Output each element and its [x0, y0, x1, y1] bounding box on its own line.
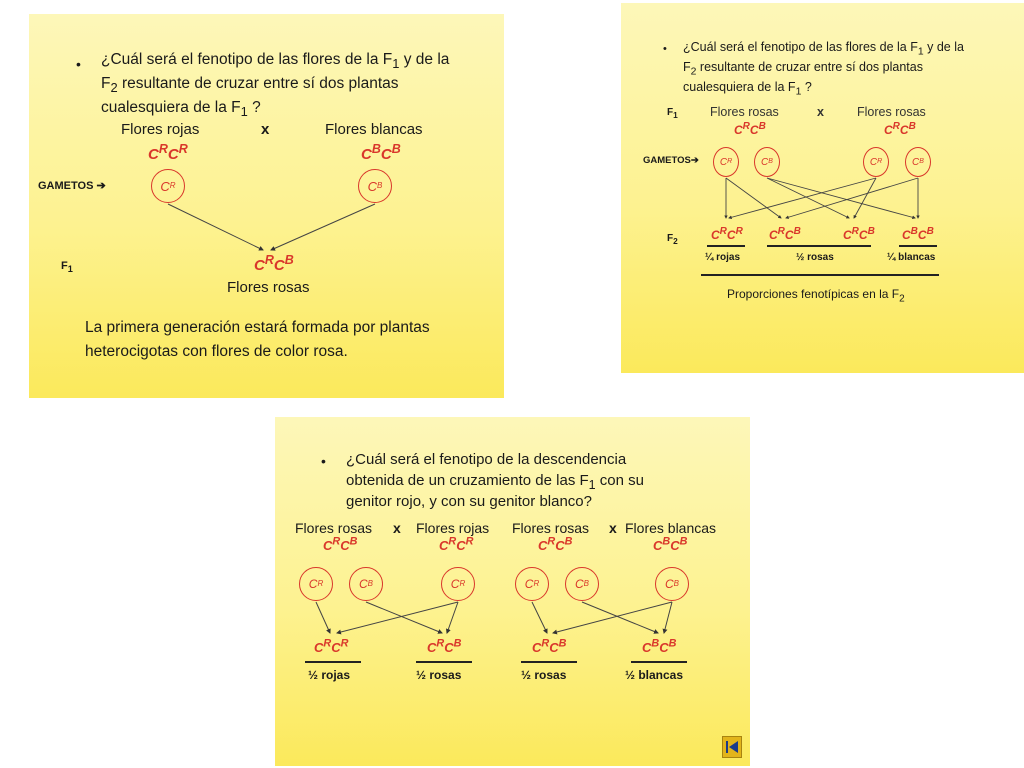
cross-symbol: x: [261, 121, 270, 138]
ratio-red: ½ rojas: [308, 668, 351, 682]
f2-label: F2: [667, 233, 678, 246]
underline: [631, 661, 687, 663]
arrow-line: [445, 601, 459, 634]
parent-label-white: Flores blancas: [625, 520, 717, 536]
bullet: •: [76, 56, 81, 72]
genotype-crcr: CRCR: [148, 142, 188, 163]
parent-label-red: Flores rojas: [121, 121, 200, 138]
question-text: ¿Cuál será el fenotipo de la descendenci…: [346, 451, 644, 510]
parent-label-pink-left: Flores rosas: [710, 105, 779, 119]
proportions-label: Proporciones fenotípicas en la F2: [727, 287, 905, 305]
genotype-crcr: CRCR: [314, 637, 349, 655]
slide-f1-cross: • ¿Cuál será el fenotipo de las flores d…: [29, 14, 504, 398]
ratio-pink: ½ rosas: [796, 252, 834, 263]
offspring-label: Flores rosas: [227, 279, 310, 296]
ratio-white: ¼ blancas: [887, 252, 936, 263]
genotype-crcb: CRCB: [254, 253, 294, 274]
arrow-line: [315, 601, 331, 634]
cross-symbol: x: [393, 520, 401, 536]
parent-label-pink-right: Flores rosas: [857, 105, 926, 119]
ratio-pink: ½ rosas: [416, 668, 462, 682]
genotype-cbcb: CBCB: [902, 226, 934, 242]
back-arrow-icon: [726, 741, 738, 753]
genotype-crcb: CRCB: [843, 226, 875, 242]
arrow-line: [766, 177, 916, 220]
bullet: •: [321, 453, 326, 469]
arrow-line: [581, 601, 659, 634]
underline: [707, 245, 745, 247]
genotype-crcb: CRCB: [427, 637, 462, 655]
slide-backcross: • ¿Cuál será el fenotipo de la descenden…: [275, 417, 750, 766]
cross-arrows: [724, 177, 920, 220]
underline: [767, 245, 871, 247]
arrow-line: [662, 601, 673, 634]
genotype-crcb: CRCB: [532, 637, 567, 655]
genotype-crcb: CRCB: [538, 535, 573, 553]
ratio-white: ½ blancas: [625, 668, 684, 682]
arrow-line: [336, 601, 459, 635]
f1-label: F1: [667, 107, 678, 120]
underline: [521, 661, 577, 663]
parent-label-pink: Flores rosas: [295, 520, 373, 536]
underline: [701, 274, 939, 276]
conclusion-text: La primera generación estará formada por…: [85, 319, 430, 360]
f1-label: F1: [61, 260, 73, 275]
ratio-pink: ½ rosas: [521, 668, 567, 682]
genotype-crcb: CRCB: [323, 535, 358, 553]
arrow-line: [766, 177, 850, 219]
arrow-line: [167, 203, 264, 251]
parent-label-pink: Flores rosas: [512, 520, 590, 536]
genotype-crcr: CRCR: [711, 226, 743, 242]
cross-symbol: x: [609, 520, 617, 536]
arrow-line: [785, 177, 919, 219]
arrow-line: [728, 177, 877, 220]
parent-label-white: Flores blancas: [325, 121, 423, 138]
question-text: ¿Cuál será el fenotipo de las flores de …: [101, 51, 450, 120]
genotype-cbcb: CBCB: [653, 535, 688, 553]
genotype-crcb-right: CRCB: [884, 121, 916, 137]
genotype-crcb: CRCB: [769, 226, 801, 242]
underline: [305, 661, 361, 663]
cross-arrows: [315, 601, 673, 635]
arrow-right-icon: ➔: [96, 180, 106, 192]
gametes-label: GAMETOS ➔: [38, 180, 106, 192]
genotype-crcb-left: CRCB: [734, 121, 766, 137]
bullet: •: [663, 43, 667, 55]
ratio-red: ¼ rojas: [705, 252, 741, 263]
underline: [416, 661, 472, 663]
question-text: ¿Cuál será el fenotipo de las flores de …: [683, 40, 964, 98]
genotype-crcr: CRCR: [439, 535, 474, 553]
genotype-cbcb: CBCB: [361, 142, 401, 163]
arrow-line: [552, 601, 673, 635]
gametes-label: GAMETOS➔: [643, 155, 699, 166]
parent-label-red: Flores rojas: [416, 520, 490, 536]
cross-arrows: [167, 203, 376, 251]
genotype-cbcb: CBCB: [642, 637, 677, 655]
cross-symbol: x: [817, 105, 824, 119]
arrow-line: [853, 177, 877, 219]
underline: [899, 245, 937, 247]
arrow-right-icon: ➔: [690, 155, 699, 166]
arrow-line: [725, 177, 782, 219]
back-nav-button[interactable]: [722, 736, 742, 758]
slide-f2-cross: • ¿Cuál será el fenotipo de las flores d…: [621, 3, 1024, 373]
arrow-line: [365, 601, 443, 634]
arrow-line: [270, 203, 376, 251]
arrow-line: [531, 601, 548, 634]
